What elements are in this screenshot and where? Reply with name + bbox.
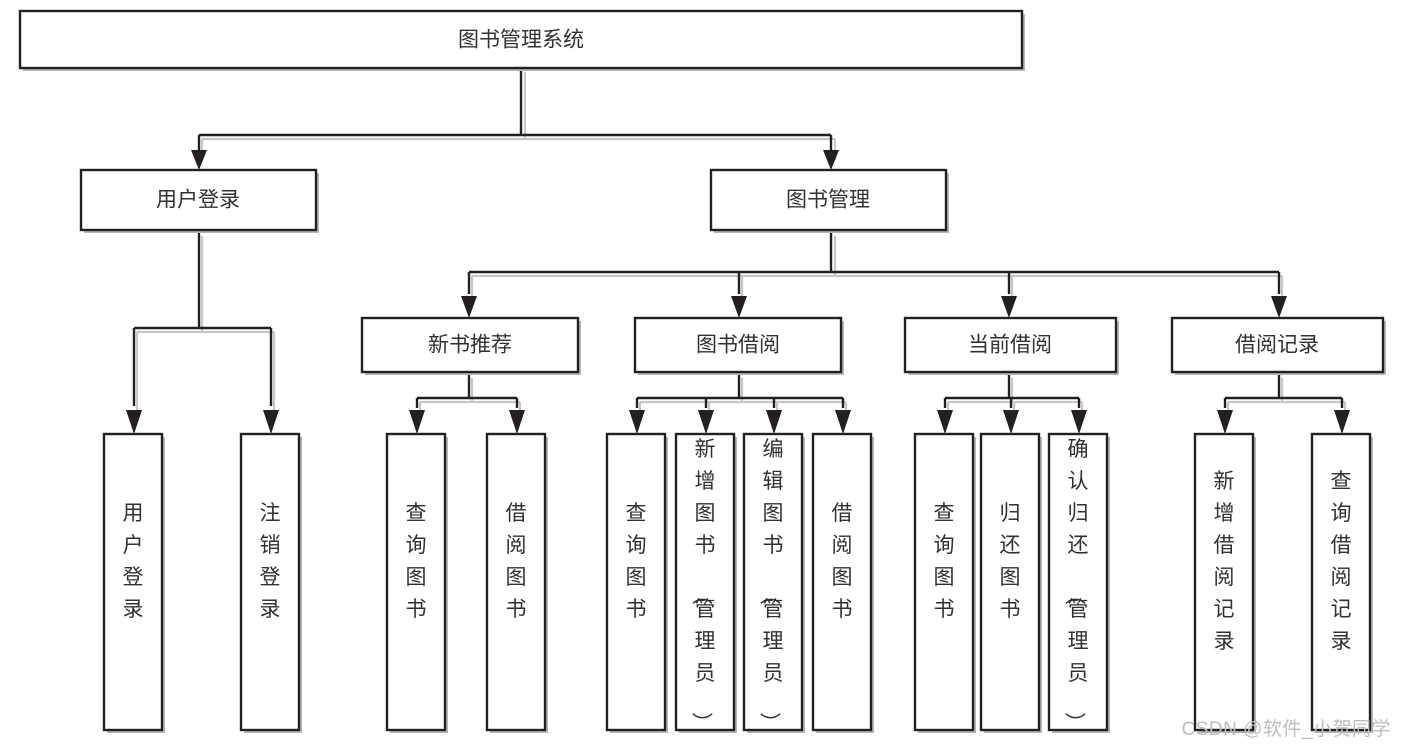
node-leaf-borrow-book-2-box[interactable] <box>811 432 873 732</box>
node-current-borrow[interactable]: 当前借阅 <box>903 316 1119 375</box>
connector-shadow-new-book <box>418 378 522 412</box>
node-leaf-query-book-2[interactable]: 查询图书 <box>605 432 668 733</box>
node-book-borrow-label: 图书借阅 <box>696 334 780 357</box>
node-leaf-query-book-1-box[interactable] <box>385 432 447 732</box>
node-leaf-borrow-book-1[interactable]: 借阅图书 <box>485 432 548 733</box>
connector-shadow-book-borrow <box>638 378 848 412</box>
node-leaf-query-record[interactable]: 查询借阅记录 <box>1310 432 1373 733</box>
connector-book-manage-to-level3 <box>467 232 1281 294</box>
connector-book-borrow-to-leaves <box>635 374 845 408</box>
arrow-head-leaf-edit-book <box>766 410 782 434</box>
arrow-head-current-borrow <box>1001 296 1017 318</box>
node-new-book-recommend-label: 新书推荐 <box>428 334 512 357</box>
node-root-label: 图书管理系统 <box>458 29 584 52</box>
arrow-head-leaf-user-login <box>126 410 142 434</box>
node-current-borrow-box[interactable] <box>903 316 1118 374</box>
arrow-head-leaf-query-book-1 <box>409 410 425 434</box>
node-leaf-query-book-3[interactable]: 查询图书 <box>913 432 976 733</box>
node-new-book-recommend[interactable]: 新书推荐 <box>360 316 581 375</box>
node-user-login-label: 用户登录 <box>156 189 240 212</box>
arrow-head-leaf-confirm-return <box>1071 410 1087 434</box>
node-book-borrow-box[interactable] <box>633 316 843 374</box>
node-leaf-edit-book-box[interactable] <box>742 432 804 732</box>
arrow-head-book-borrow <box>731 296 747 318</box>
node-leaf-borrow-book-1-box[interactable] <box>485 432 547 732</box>
node-leaf-add-record[interactable]: 新增借阅记录 <box>1193 432 1256 733</box>
node-leaf-query-book-2-label: 查询图书 <box>626 502 647 621</box>
node-borrow-record-label: 借阅记录 <box>1235 334 1319 357</box>
node-book-manage-box[interactable] <box>709 168 948 232</box>
connector-shadow-current-borrow <box>946 378 1084 412</box>
node-leaf-add-record-box[interactable] <box>1193 432 1255 732</box>
node-leaf-query-record-box[interactable] <box>1310 432 1372 732</box>
node-leaf-add-book-label: 新增图书（管理员） <box>690 438 716 733</box>
node-borrow-record[interactable]: 借阅记录 <box>1170 316 1386 375</box>
arrow-head-book-manage <box>823 150 839 170</box>
node-leaf-edit-book[interactable]: 编辑图书（管理员） <box>742 432 805 733</box>
connector-shadow-borrow-record <box>1226 378 1347 412</box>
node-leaf-return-book-label: 归还图书 <box>1000 502 1021 621</box>
node-leaf-borrow-book-2[interactable]: 借阅图书 <box>811 432 874 733</box>
node-leaf-add-book-box[interactable] <box>674 432 736 732</box>
connector-borrow-record-to-leaves <box>1223 374 1344 408</box>
node-leaf-confirm-return-box[interactable] <box>1047 432 1109 732</box>
connector-new-book-to-leaves <box>415 374 519 408</box>
node-root-box[interactable] <box>18 9 1024 70</box>
arrow-head-new-book-recommend <box>461 296 477 318</box>
node-leaf-query-book-1[interactable]: 查询图书 <box>385 432 448 733</box>
connector-shadow-book-manage <box>470 236 1284 298</box>
node-leaf-query-book-2-box[interactable] <box>605 432 667 732</box>
arrow-head-leaf-borrow-book-1 <box>509 410 525 434</box>
node-new-book-recommend-box[interactable] <box>360 316 580 374</box>
node-current-borrow-label: 当前借阅 <box>968 334 1052 357</box>
connector-shadow-user-login <box>135 236 276 410</box>
node-leaf-edit-book-label: 编辑图书（管理员） <box>758 438 784 733</box>
node-leaf-user-logout-box[interactable] <box>239 432 301 732</box>
node-borrow-record-box[interactable] <box>1170 316 1385 374</box>
node-leaf-user-logout-label: 注销登录 <box>260 502 281 621</box>
arrow-head-leaf-query-record <box>1334 410 1350 434</box>
arrow-head-leaf-return-book <box>1003 410 1019 434</box>
node-leaf-add-book[interactable]: 新增图书（管理员） <box>674 432 737 733</box>
connector-root-to-level2 <box>197 68 833 156</box>
arrow-head-user-login <box>191 150 207 170</box>
node-leaf-query-book-3-label: 查询图书 <box>934 502 955 621</box>
arrow-head-leaf-query-book-2 <box>629 410 645 434</box>
node-leaf-add-record-label: 新增借阅记录 <box>1214 470 1235 653</box>
node-leaf-user-login-box[interactable] <box>102 432 164 732</box>
node-leaf-confirm-return-label: 确认归还（管理员） <box>1063 438 1089 733</box>
arrow-head-borrow-record <box>1271 296 1287 318</box>
node-leaf-user-login-label: 用户登录 <box>123 502 144 621</box>
node-leaf-confirm-return[interactable]: 确认归还（管理员） <box>1047 432 1110 733</box>
node-leaf-borrow-book-1-label: 借阅图书 <box>506 502 527 621</box>
node-leaf-query-record-label: 查询借阅记录 <box>1331 470 1352 653</box>
arrow-head-leaf-add-record <box>1217 410 1233 434</box>
connector-shadow-root <box>200 72 837 160</box>
connector-current-borrow-to-leaves <box>943 374 1081 408</box>
node-leaf-query-book-1-label: 查询图书 <box>406 502 427 621</box>
node-leaf-return-book-box[interactable] <box>979 432 1041 732</box>
node-book-borrow[interactable]: 图书借阅 <box>633 316 844 375</box>
arrow-head-leaf-query-book-3 <box>937 410 953 434</box>
connector-user-login-to-leaves <box>132 232 273 406</box>
node-user-login-box[interactable] <box>79 168 318 232</box>
node-user-login[interactable]: 用户登录 <box>79 168 319 233</box>
node-root[interactable]: 图书管理系统 <box>18 9 1025 71</box>
node-leaf-query-book-3-box[interactable] <box>913 432 975 732</box>
arrow-head-leaf-user-logout <box>263 410 279 434</box>
node-book-manage[interactable]: 图书管理 <box>709 168 949 233</box>
arrow-head-leaf-borrow-book-2 <box>835 410 851 434</box>
node-book-manage-label: 图书管理 <box>786 189 870 212</box>
arrow-head-leaf-add-book <box>698 410 714 434</box>
connector-layer <box>126 68 1350 434</box>
node-leaf-return-book[interactable]: 归还图书 <box>979 432 1042 733</box>
node-leaf-borrow-book-2-label: 借阅图书 <box>832 502 853 621</box>
node-leaf-user-logout[interactable]: 注销登录 <box>239 432 302 733</box>
node-leaf-user-login[interactable]: 用户登录 <box>102 432 165 733</box>
